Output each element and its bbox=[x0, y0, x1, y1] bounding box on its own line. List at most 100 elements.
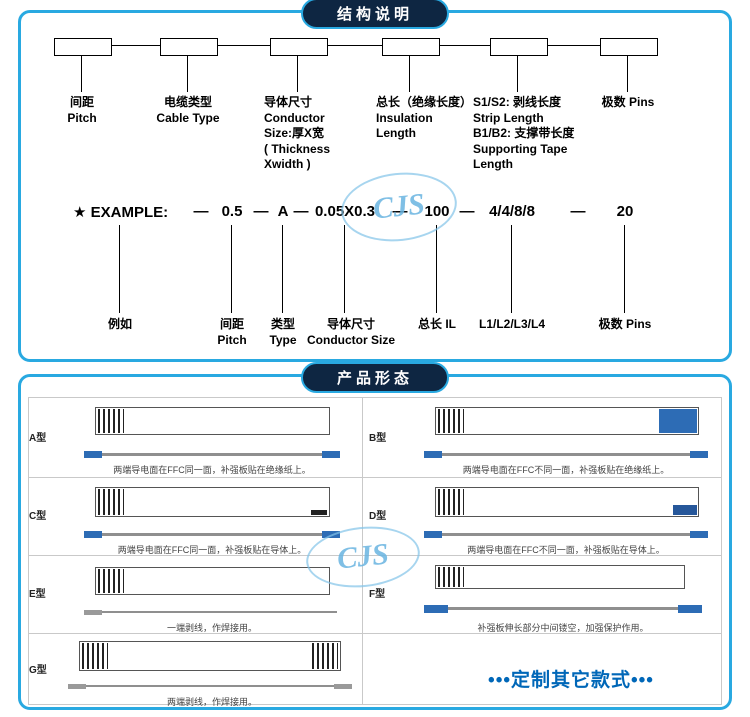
structure-section-title: 结构说明 bbox=[300, 0, 450, 29]
conductor-stripes bbox=[82, 643, 108, 669]
product-c-side-view bbox=[84, 531, 340, 538]
product-c-desc: 两端导电面在FFC同一面，补强板贴在导体上。 bbox=[117, 545, 307, 555]
label-line: Pitch bbox=[67, 110, 97, 125]
product-b-type: B型 bbox=[369, 433, 387, 444]
example-heading: ★ EXAMPLE: bbox=[73, 203, 168, 221]
stem-line bbox=[119, 225, 120, 313]
tape-cap bbox=[322, 531, 340, 538]
product-f-type: F型 bbox=[369, 589, 386, 600]
stiffener-block bbox=[311, 510, 327, 515]
field-box-strip-tape bbox=[490, 38, 548, 56]
product-c-type: C型 bbox=[29, 511, 47, 522]
label-line: 总长（绝缘长度） bbox=[376, 95, 473, 109]
example-value-conductor: 0.05X0.3 bbox=[314, 203, 376, 220]
stem-line bbox=[627, 54, 628, 92]
dash: — bbox=[459, 203, 475, 220]
example-value-pins: 20 bbox=[616, 203, 634, 220]
grid-divider-vertical bbox=[362, 397, 363, 705]
example-caption-total-length: 总长 IL bbox=[418, 317, 456, 333]
stem-line bbox=[436, 225, 437, 313]
label-line: 间距 bbox=[219, 317, 244, 331]
product-g-type: G型 bbox=[29, 665, 47, 676]
stem-line bbox=[517, 54, 518, 92]
label-line: Insulation bbox=[376, 110, 433, 125]
product-f-desc: 补强板伸长部分中间镂空，加强保护作用。 bbox=[477, 623, 649, 633]
products-section: 产品形态 A型 两端导电面在FFC同一面，补强板贴在绝缘纸上。 B型 两端导电面… bbox=[18, 362, 732, 710]
tape-cap bbox=[84, 451, 102, 458]
label-line: Conductor bbox=[264, 110, 325, 125]
stripped-end bbox=[68, 684, 86, 689]
product-a-side-view bbox=[84, 451, 340, 458]
product-a-type: A型 bbox=[29, 433, 47, 444]
label-line: 极数 Pins bbox=[601, 95, 655, 109]
star-icon: ★ bbox=[73, 204, 87, 221]
product-b-top-view bbox=[435, 407, 699, 435]
stem-line bbox=[81, 54, 82, 92]
example-caption-l1l2l3l4: L1/L2/L3/L4 bbox=[479, 317, 545, 333]
label-line: Supporting Tape bbox=[473, 141, 568, 156]
field-box-pins bbox=[600, 38, 658, 56]
product-g-side-view bbox=[68, 684, 352, 689]
tape-cap bbox=[322, 451, 340, 458]
label-line: 导体尺寸 bbox=[264, 95, 313, 109]
stiffener-block bbox=[673, 505, 697, 515]
conductor-stripes bbox=[312, 643, 338, 669]
conductor-stripes bbox=[438, 489, 464, 515]
grid-divider-horizontal bbox=[28, 555, 722, 556]
product-e-desc: 一端剥线，作焊接用。 bbox=[166, 623, 258, 633]
label-line: Cable Type bbox=[156, 110, 220, 125]
stem-line bbox=[344, 225, 345, 313]
field-box-conductor-size bbox=[270, 38, 328, 56]
dash: — bbox=[253, 203, 269, 220]
conductor-stripes bbox=[98, 409, 124, 433]
conductor-stripes bbox=[98, 569, 124, 593]
field-label-strip-tape-length: S1/S2: 剥线长度 Strip Length B1/B2: 支撑带长度 Su… bbox=[473, 95, 574, 173]
field-box-insulation-length bbox=[382, 38, 440, 56]
product-c-top-view bbox=[95, 487, 330, 517]
stem-line bbox=[409, 54, 410, 92]
stripped-end bbox=[334, 684, 352, 689]
example-caption-pins: 极数 Pins bbox=[599, 317, 652, 333]
example-value-length: 100 bbox=[424, 203, 450, 220]
label-line: Length bbox=[473, 157, 513, 172]
label-line: Strip Length bbox=[473, 110, 544, 125]
product-a-top-view bbox=[95, 407, 330, 435]
product-d-side-view bbox=[424, 531, 708, 538]
example-caption-conductor-size: 导体尺寸 Conductor Size bbox=[307, 317, 395, 348]
label-line: 例如 bbox=[107, 317, 133, 331]
product-g-top-view bbox=[79, 641, 341, 671]
stem-line bbox=[624, 225, 625, 313]
product-e-side-view bbox=[84, 610, 337, 615]
product-d-type: D型 bbox=[369, 511, 387, 522]
product-d-desc: 两端导电面在FFC不同一面，补强板贴在导体上。 bbox=[467, 545, 665, 555]
dash: — bbox=[392, 203, 408, 220]
field-label-cable-type: 电缆类型 Cable Type bbox=[156, 95, 219, 126]
product-f-top-view bbox=[435, 565, 685, 589]
label-line: 间距 bbox=[69, 95, 94, 109]
label-line: 电缆类型 bbox=[163, 95, 213, 109]
field-box-pitch bbox=[54, 38, 112, 56]
tape-cap bbox=[424, 605, 448, 613]
products-section-title: 产品形态 bbox=[300, 362, 450, 393]
stem-line bbox=[282, 225, 283, 313]
conductor-stripes bbox=[438, 409, 464, 433]
label-line: 类型 bbox=[270, 317, 295, 331]
stiffener-block bbox=[659, 409, 697, 433]
dash: — bbox=[193, 203, 209, 220]
dash: — bbox=[570, 203, 586, 220]
label-line: L1/L2/L3/L4 bbox=[478, 317, 546, 331]
label-line: S1/S2: 剥线长度 bbox=[473, 95, 562, 109]
structure-section: 结构说明 间距 Pitch 电缆类型 Cable Type 导体尺寸 Condu… bbox=[18, 0, 732, 362]
product-e-top-view bbox=[95, 567, 330, 595]
example-label: EXAMPLE: bbox=[90, 204, 169, 221]
product-f-side-view bbox=[424, 605, 702, 613]
label-line: 导体尺寸 bbox=[326, 317, 376, 331]
label-line: Xwidth ) bbox=[264, 157, 311, 172]
stem-line bbox=[231, 225, 232, 313]
field-label-pitch: 间距 Pitch bbox=[67, 95, 96, 126]
tape-cap bbox=[690, 451, 708, 458]
conductor-stripes bbox=[438, 567, 464, 587]
stem-line bbox=[511, 225, 512, 313]
tape-cap bbox=[690, 531, 708, 538]
